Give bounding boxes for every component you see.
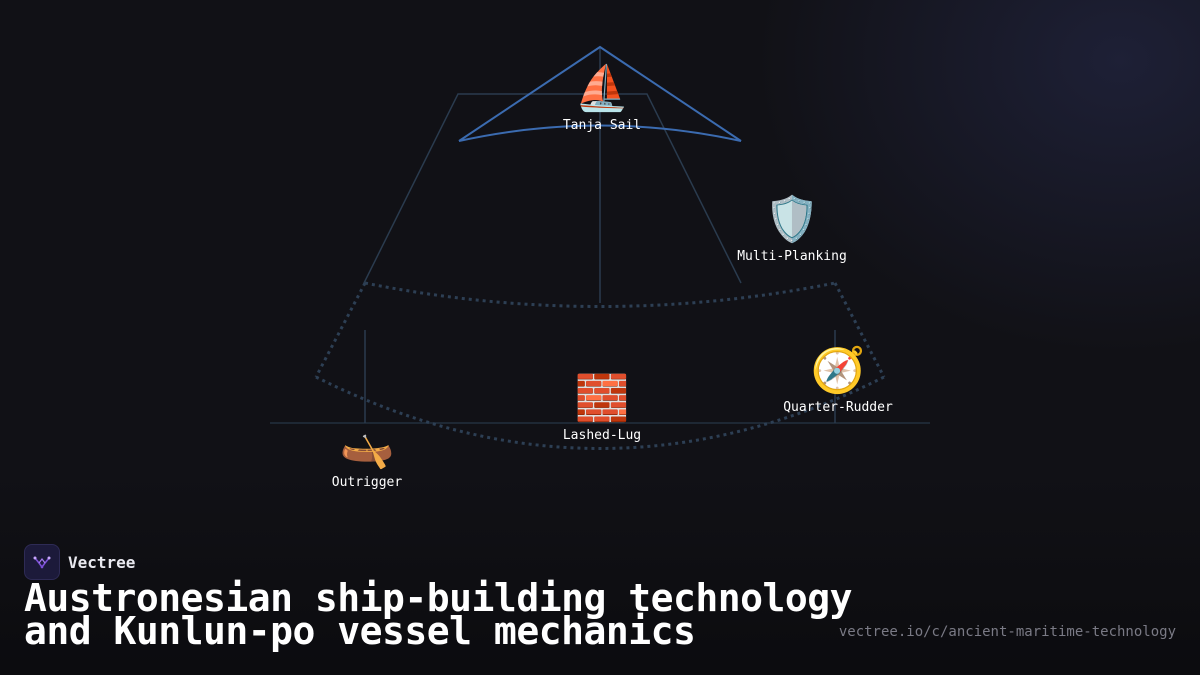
- page-title: Austronesian ship-building technology an…: [24, 576, 852, 653]
- sail-boom: [458, 124, 742, 142]
- title-line-1: Austronesian ship-building technology: [24, 576, 852, 620]
- vectree-logo-icon: [24, 544, 60, 580]
- sail-triangle: [458, 45, 742, 142]
- node-label: Lashed-Lug: [562, 428, 642, 443]
- node-multi-planking[interactable]: 🛡️ Multi-Planking: [737, 194, 847, 265]
- brick-icon: 🧱: [574, 373, 630, 424]
- hull-lower-curve: [315, 375, 885, 450]
- brand-name: Vectree: [68, 552, 136, 572]
- node-label: Quarter-Rudder: [783, 400, 893, 415]
- node-quarter-rudder[interactable]: 🧭 Quarter-Rudder: [783, 345, 893, 416]
- node-outrigger[interactable]: 🛶 Outrigger: [331, 420, 403, 491]
- sailboat-icon: ⛵: [574, 63, 630, 114]
- hull-side-left: [314, 282, 367, 378]
- canoe-icon: 🛶: [339, 420, 395, 471]
- compass-icon: 🧭: [810, 345, 866, 396]
- brand[interactable]: Vectree: [24, 544, 135, 580]
- title-line-2: and Kunlun-po vessel mechanics: [24, 609, 696, 653]
- node-label: Outrigger: [331, 475, 403, 490]
- node-lashed-lug[interactable]: 🧱 Lashed-Lug: [562, 373, 642, 444]
- source-url[interactable]: vectree.io/c/ancient-maritime-technology: [838, 624, 1176, 640]
- node-label: Tanja Sail: [562, 118, 642, 133]
- node-label: Multi-Planking: [737, 249, 847, 264]
- sail-frame: [363, 93, 742, 284]
- shield-icon: 🛡️: [764, 194, 820, 245]
- hull-upper-curve: [364, 281, 836, 308]
- node-tanja-sail[interactable]: ⛵ Tanja Sail: [562, 63, 642, 134]
